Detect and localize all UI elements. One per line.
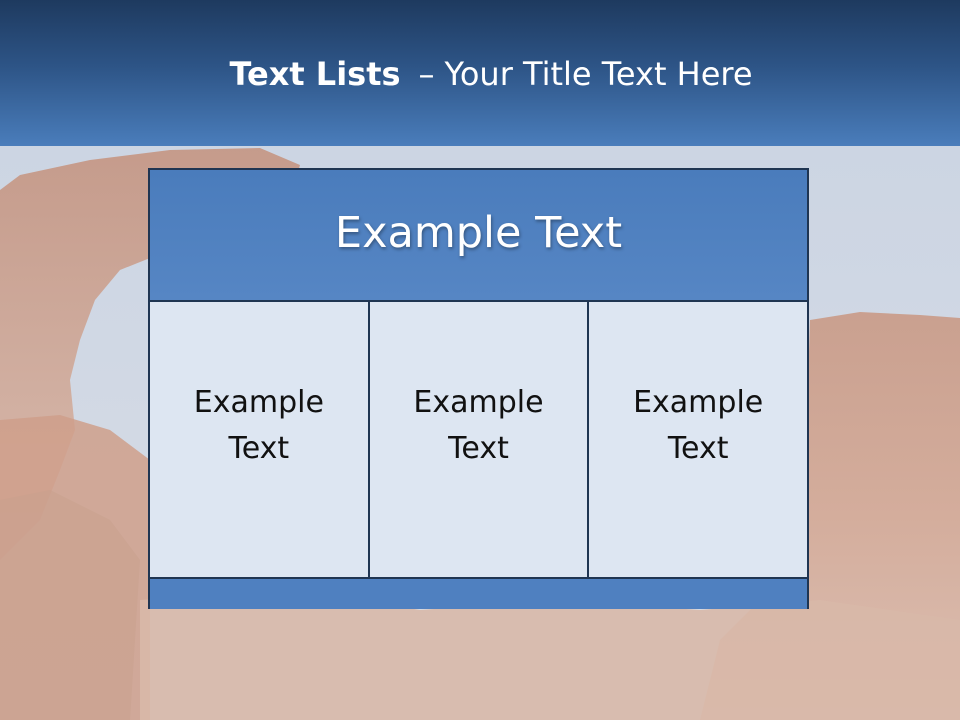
title-rest-text: Your Title Text Here: [444, 55, 753, 93]
column-1-text: Example Text: [169, 380, 349, 472]
column-3-line2: Text: [667, 430, 729, 466]
column-3-text: Example Text: [608, 380, 788, 472]
slide-title: Text Lists–Your Title Text Here: [0, 52, 960, 96]
box-footer-bar: [150, 577, 807, 609]
box-header-text: Example Text: [334, 208, 623, 258]
column-2: Example Text: [369, 302, 590, 577]
column-3: Example Text: [589, 302, 808, 577]
column-1-line1: Example: [193, 384, 324, 420]
text-list-box: Example Text Example Text Example Text E…: [148, 168, 809, 609]
title-separator: –: [418, 55, 435, 93]
title-bold-text: Text Lists: [229, 55, 401, 93]
slide-header-bar: Text Lists–Your Title Text Here: [0, 0, 960, 146]
column-1-line2: Text: [228, 430, 290, 466]
column-2-line2: Text: [448, 430, 509, 466]
box-columns: Example Text Example Text Example Text: [150, 302, 808, 577]
column-2-text: Example Text: [389, 380, 569, 472]
column-1: Example Text: [150, 302, 370, 577]
column-2-line1: Example: [413, 384, 544, 420]
column-3-line1: Example: [633, 384, 764, 420]
box-header: Example Text: [150, 170, 807, 302]
